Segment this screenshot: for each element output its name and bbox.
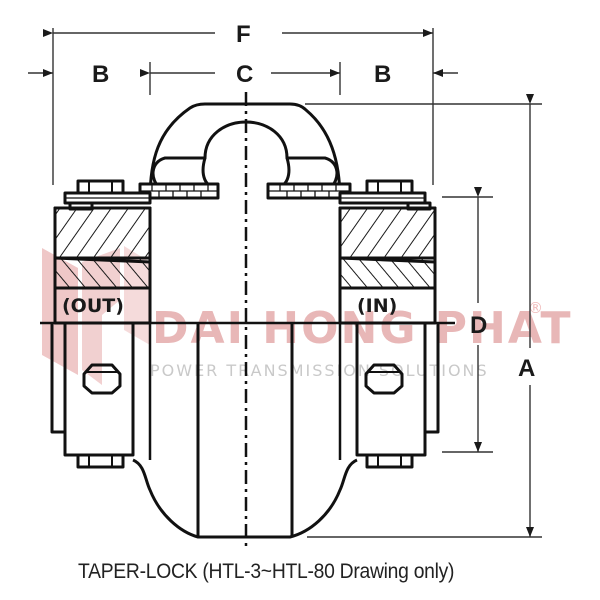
dimension-label-d: D bbox=[470, 312, 487, 339]
dimension-label-b-left: B bbox=[92, 61, 109, 88]
dimension-lines bbox=[28, 28, 542, 538]
right-hex-bolt-icon bbox=[364, 363, 404, 395]
coupling-body bbox=[40, 102, 455, 539]
dimension-label-a: A bbox=[518, 355, 535, 382]
drawing-caption: TAPER-LOCK (HTL-3~HTL-80 Drawing only) bbox=[78, 560, 455, 583]
right-hub-section-upper bbox=[338, 206, 437, 260]
dimension-label-b-right: B bbox=[374, 61, 391, 88]
hub-label-in: (IN) bbox=[357, 295, 397, 317]
left-hex-bolt-icon bbox=[82, 363, 122, 395]
left-hub-section-upper bbox=[53, 206, 152, 260]
watermark-brand: DAI HONG PHAT bbox=[152, 303, 572, 354]
dimension-label-c: C bbox=[236, 61, 253, 88]
dimension-label-f: F bbox=[236, 21, 251, 48]
left-hub-section-lower bbox=[53, 256, 152, 290]
tire-top-outline bbox=[148, 102, 342, 201]
hub-label-out: (OUT) bbox=[62, 295, 124, 317]
tire-bottom-outline bbox=[132, 458, 358, 539]
watermark-registered-mark: ® bbox=[528, 299, 543, 317]
